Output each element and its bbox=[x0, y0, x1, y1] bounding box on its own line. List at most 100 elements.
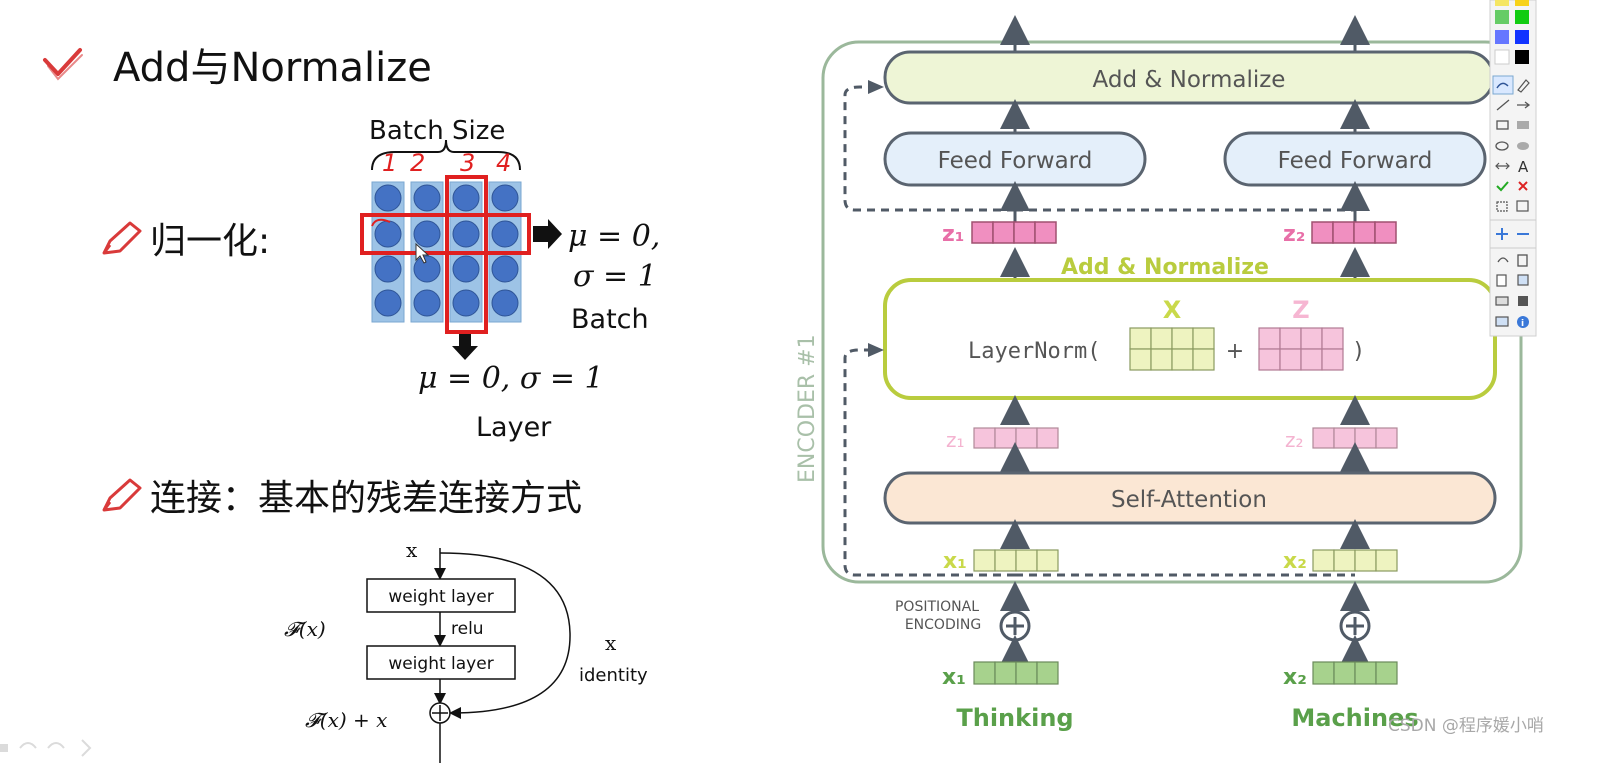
batch-brace bbox=[371, 139, 521, 171]
column-number-2: 2 bbox=[410, 149, 425, 177]
layer-label: Layer bbox=[476, 412, 552, 443]
x2-vector bbox=[1312, 549, 1398, 572]
identity-label: identity bbox=[579, 665, 648, 686]
cross-icon[interactable] bbox=[1518, 181, 1528, 191]
word-machines: Machines bbox=[1291, 704, 1418, 732]
save-icon[interactable] bbox=[1518, 296, 1528, 306]
positional-label-1: POSITIONAL bbox=[895, 599, 979, 615]
x2-embed-label: x₂ bbox=[1283, 665, 1307, 690]
residual-block-figure: x weight layer relu weight layer 𝓕(x) 𝓕(… bbox=[284, 538, 648, 763]
normalization-figure: Batch Size 1 2 3 4 μ = 0, σ = 1 Batch μ … bbox=[360, 116, 660, 443]
column-number-1: 1 bbox=[382, 149, 397, 177]
x1-vector bbox=[973, 549, 1059, 572]
arrow-icon[interactable] bbox=[1517, 101, 1531, 109]
bottom-residual-dashed-path bbox=[843, 348, 1015, 577]
plus-label: + bbox=[1226, 339, 1244, 364]
residual-input-x: x bbox=[406, 538, 418, 562]
identity-skip-arrow bbox=[439, 552, 571, 719]
weight-layer-1-label: weight layer bbox=[388, 587, 493, 607]
weight-layer-2-label: weight layer bbox=[388, 654, 493, 674]
layernorm-close: ) bbox=[1352, 339, 1365, 364]
new-page-icon[interactable] bbox=[1496, 274, 1507, 287]
slide-nav-icon bbox=[0, 739, 92, 757]
x1-embed-label: x₁ bbox=[942, 665, 966, 690]
svg-text:i: i bbox=[1521, 319, 1524, 329]
weight-layer-2 bbox=[366, 645, 516, 680]
column-highlight bbox=[445, 175, 488, 334]
z1-light-vector bbox=[973, 427, 1059, 449]
ellipse-icon[interactable] bbox=[1495, 141, 1509, 151]
text-icon[interactable]: A bbox=[1518, 158, 1529, 176]
self-attention-label: Self-Attention bbox=[1111, 487, 1267, 513]
batch-arrow-icon bbox=[533, 219, 562, 249]
word-thinking: Thinking bbox=[956, 704, 1073, 732]
bullet-connection: 连接：基本的残差连接方式 bbox=[150, 478, 582, 519]
x-matrix-label: X bbox=[1163, 296, 1182, 324]
fx-label: 𝓕(x) bbox=[284, 617, 326, 641]
layernorm-label: LayerNorm( bbox=[968, 339, 1100, 364]
self-attention-box bbox=[883, 471, 1497, 525]
screen-icon[interactable] bbox=[1495, 316, 1509, 327]
double-arrow-icon[interactable] bbox=[1495, 162, 1510, 170]
checkmark-icon bbox=[43, 48, 83, 81]
column-number-3: 3 bbox=[460, 149, 475, 177]
color-swatch-icon[interactable] bbox=[1494, 0, 1529, 65]
z1-vector bbox=[971, 221, 1057, 244]
pencil-icon bbox=[102, 221, 142, 255]
info-icon[interactable] bbox=[1517, 316, 1529, 328]
filled-rectangle-icon[interactable] bbox=[1517, 121, 1529, 129]
check-icon[interactable] bbox=[1496, 181, 1509, 192]
weight-layer-1 bbox=[366, 578, 516, 613]
layer-arrow-icon bbox=[452, 334, 478, 360]
annotation-toolbar: A i bbox=[1489, 0, 1537, 337]
mid-add-normalize-label: Add & Normalize bbox=[1061, 255, 1269, 280]
watermark: CSDN @程序媛小哨 bbox=[1388, 716, 1544, 736]
pen-icon[interactable] bbox=[1492, 75, 1514, 95]
encoder-label: ENCODER #1 bbox=[795, 334, 820, 483]
feed-forward-label-2: Feed Forward bbox=[1278, 148, 1433, 174]
skip-x-label: x bbox=[605, 631, 617, 655]
crop-icon[interactable] bbox=[1496, 201, 1508, 212]
feature-circles bbox=[374, 184, 519, 317]
batch-formula-mu: μ = 0, bbox=[568, 219, 660, 254]
x2-embedding bbox=[1312, 661, 1398, 685]
batch-label: Batch bbox=[571, 304, 649, 335]
top-residual-dashed-path bbox=[843, 85, 1015, 212]
z-matrix bbox=[1258, 327, 1344, 371]
undo-icon[interactable] bbox=[1497, 257, 1509, 263]
z2-vector bbox=[1311, 221, 1397, 244]
bullet-normalization: 归一化: bbox=[150, 221, 270, 262]
slide-title: Add与Normalize bbox=[113, 45, 432, 91]
encoder-diagram: ENCODER #1 Add & Normalize Feed Forward … bbox=[795, 15, 1523, 732]
batch-formula-sigma: σ = 1 bbox=[573, 259, 657, 294]
column-number-4: 4 bbox=[496, 149, 511, 177]
print-icon[interactable] bbox=[1495, 296, 1509, 306]
x1-embedding bbox=[973, 661, 1059, 685]
filled-ellipse-icon[interactable] bbox=[1517, 142, 1529, 150]
eraser-icon[interactable] bbox=[1517, 79, 1530, 93]
fx-plus-x-label: 𝓕(x) + x bbox=[305, 708, 387, 732]
z2-light-label: z₂ bbox=[1285, 428, 1304, 452]
x-matrix bbox=[1129, 327, 1215, 371]
plus-icon[interactable] bbox=[1496, 228, 1508, 240]
copy-icon[interactable] bbox=[1517, 274, 1529, 286]
layer-formula: μ = 0, σ = 1 bbox=[418, 361, 604, 396]
z2-label: z₂ bbox=[1283, 222, 1305, 247]
positional-add-icon bbox=[1339, 610, 1371, 642]
z-matrix-label: Z bbox=[1292, 296, 1309, 324]
zoom-icon[interactable] bbox=[1516, 200, 1529, 212]
line-icon[interactable] bbox=[1496, 99, 1510, 111]
trash-icon[interactable] bbox=[1517, 254, 1528, 267]
z1-light-label: z₁ bbox=[946, 428, 965, 452]
mouse-cursor-icon bbox=[415, 242, 430, 264]
rectangle-icon[interactable] bbox=[1496, 120, 1509, 130]
positional-label-2: ENCODING bbox=[905, 617, 981, 633]
top-add-normalize-label: Add & Normalize bbox=[1093, 67, 1286, 93]
x1-label: x₁ bbox=[943, 549, 967, 574]
relu-label: relu bbox=[451, 619, 484, 639]
pencil-icon bbox=[102, 478, 142, 512]
x2-label: x₂ bbox=[1283, 549, 1307, 574]
feed-forward-label-1: Feed Forward bbox=[938, 148, 1093, 174]
z1-label: z₁ bbox=[942, 222, 964, 247]
